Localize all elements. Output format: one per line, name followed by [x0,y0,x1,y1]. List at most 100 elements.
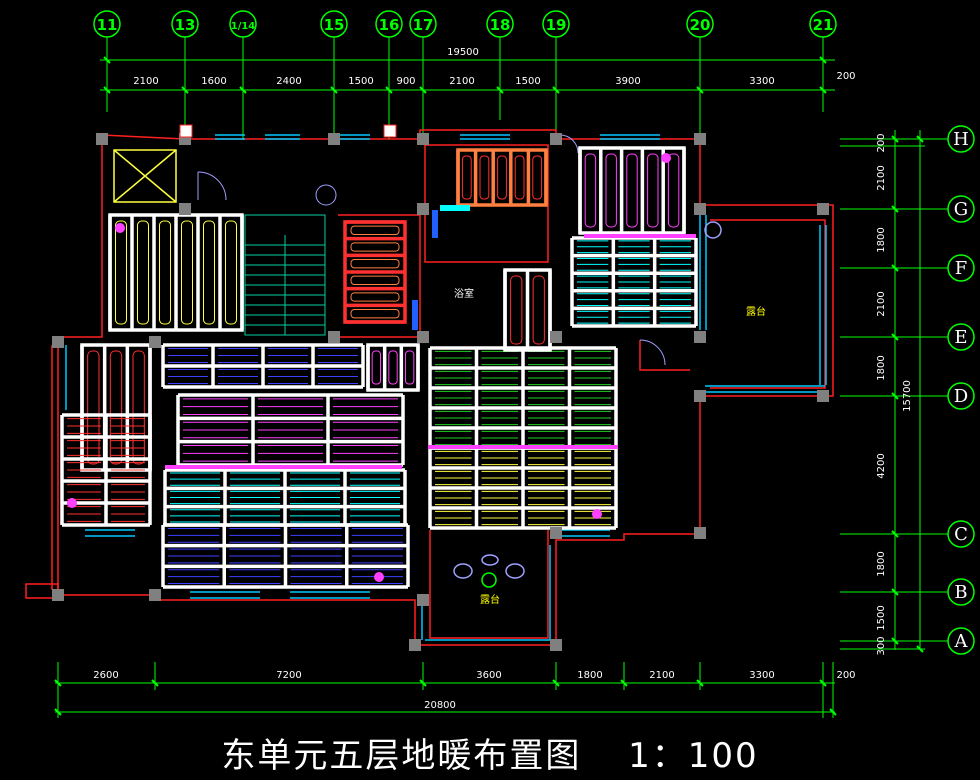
manifold-marker [383,124,397,138]
column [694,133,706,145]
manifold-bar [412,300,418,330]
grid-label-right: G [954,199,968,220]
loop-zone-red-left [80,343,152,472]
column [694,390,706,402]
dim-bottom: 3600 [476,670,501,681]
manifold-dot [67,498,77,508]
heating-loops [60,146,698,589]
dim-top: 900 [396,76,415,87]
top-axis-leaders [106,37,824,140]
window-layer [65,134,827,641]
manifold-dot [115,223,125,233]
column [96,133,108,145]
drawing-scale: 1：100 [628,736,759,776]
manifold-marker [179,124,193,138]
grid-label-right: C [954,524,968,545]
dim-right: 2100 [876,165,887,190]
grid-label-right: F [955,258,968,279]
column [550,331,562,343]
column [179,203,191,215]
dim-top-extra: 200 [836,71,855,82]
dimension-layer [54,10,975,718]
column [694,331,706,343]
manifold-dot [374,572,384,582]
dim-right: 1800 [876,227,887,252]
manifold-dot [661,153,671,163]
room-label-bath: 浴室 [454,287,474,300]
column [328,331,340,343]
loop-zone-multi [366,343,420,392]
dim-top: 2100 [449,76,474,87]
room-label-terrace-bottom: 露台 [480,593,500,606]
dim-top: 1600 [201,76,226,87]
door-swings [197,134,666,366]
drawing-title-main: 东单元五层地暖布置图 [221,736,582,776]
dim-bottom-extra: 200 [836,670,855,681]
grid-label-top: 19 [546,16,567,34]
loop-zone-red-bath [343,220,407,324]
dim-right: 1800 [876,355,887,380]
column [817,203,829,215]
loop-zone-yellow-lower [428,446,618,530]
structural-columns [52,133,829,651]
dim-bottom: 3300 [749,670,774,681]
manifold-bar [440,205,470,211]
right-grid-bubbles [947,125,975,655]
column [417,594,429,606]
dim-top: 1500 [515,76,540,87]
grid-label-top: 13 [175,16,196,34]
loop-zone-blue-bottom [161,523,410,589]
column [694,527,706,539]
grid-label-top: 16 [379,16,400,34]
grid-label-right: H [953,129,969,150]
dim-bottom: 2100 [649,670,674,681]
dim-top: 2400 [276,76,301,87]
grid-label-top: 15 [324,16,345,34]
top-grid-bubbles [93,10,837,38]
grid-label-top: 1/14 [231,21,256,32]
loop-zone-cyan [163,468,407,527]
column [52,589,64,601]
room-labels: 浴室 露台 露台 [454,287,766,606]
column [149,589,161,601]
column [550,133,562,145]
bottom-axis-leaders [57,662,834,718]
loop-zone-small [503,268,552,352]
grid-label-right: B [954,582,967,603]
dim-right: 2100 [876,291,887,316]
dim-top: 2100 [133,76,158,87]
dim-right: 1800 [876,551,887,576]
loop-zone-magenta-top [578,146,686,235]
dim-total-top: 19500 [447,47,479,58]
grid-label-top: 18 [490,16,511,34]
dim-right: 1500 [876,605,887,630]
dim-total-right: 15700 [902,380,913,412]
dim-bottom: 2600 [93,670,118,681]
staircase [244,214,326,336]
grid-label-top: 11 [97,16,118,34]
grid-label-top: 17 [413,16,434,34]
grid-labels-right: H G F E D C B A [953,129,969,652]
loop-zone-yellow [108,213,244,332]
column [417,133,429,145]
column [328,133,340,145]
dim-top: 1500 [348,76,373,87]
dimension-ticks [54,56,924,716]
dim-right: 4200 [876,453,887,478]
manifold-dot [592,509,602,519]
column [550,527,562,539]
loop-zone-cyan-right [570,236,698,328]
loop-zone-blue-top [161,343,365,389]
manifold-marks [67,124,671,582]
dim-right: 300 [876,636,887,655]
column [417,203,429,215]
dimension-text-right: 200 2100 1800 2100 1800 4200 1800 1500 3… [876,133,913,655]
dim-top: 3300 [749,76,774,87]
wall-layer [25,129,834,646]
dim-right: 200 [876,133,887,152]
dimension-text: 19500 2100 1600 2400 1500 900 2100 1500 … [93,47,855,711]
loop-zone-green [428,346,618,450]
grid-label-top: 21 [813,16,834,34]
terrace-furniture [453,221,722,588]
